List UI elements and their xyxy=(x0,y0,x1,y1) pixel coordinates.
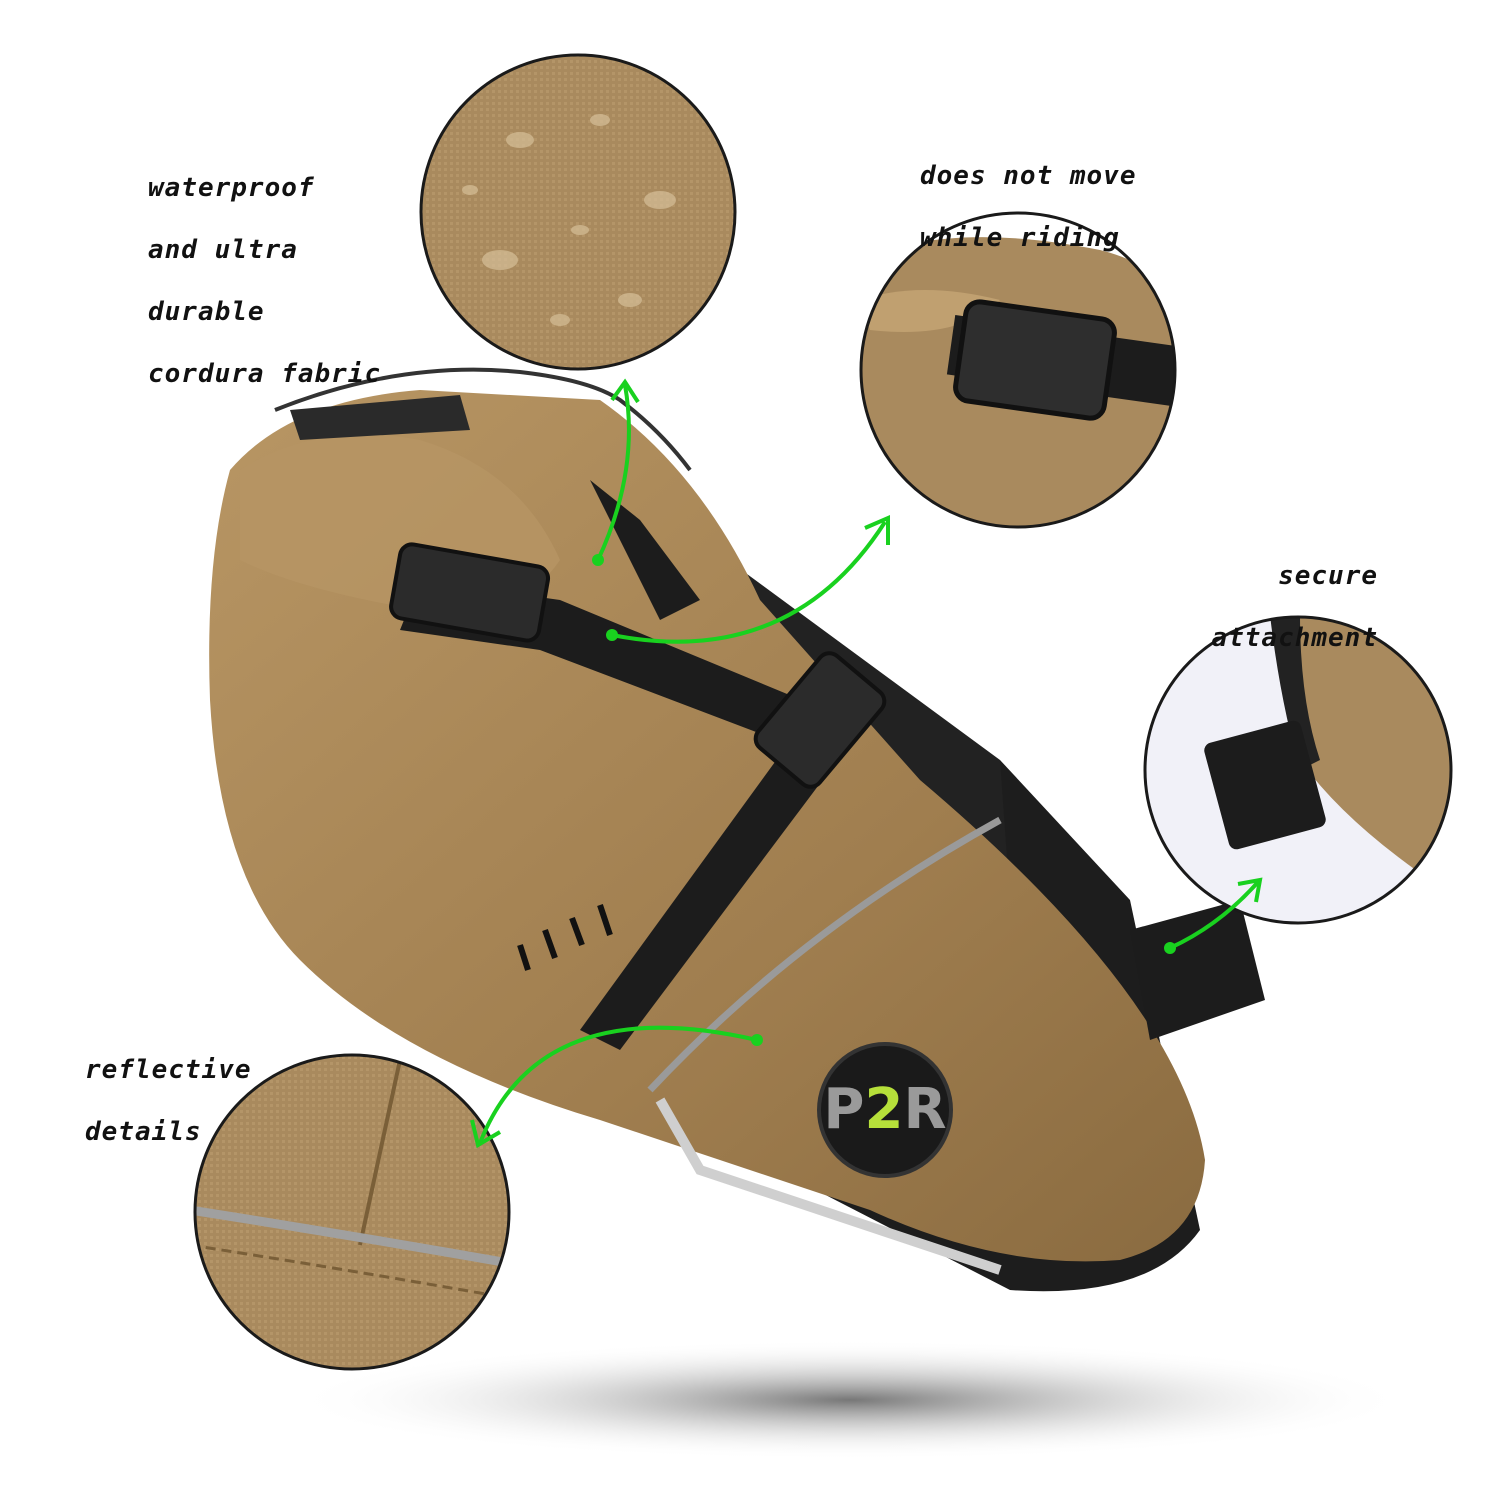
callout-line: reflective xyxy=(85,1055,252,1085)
detail-circle-buckle xyxy=(859,211,1177,529)
callout-line: secure xyxy=(1278,561,1378,591)
logo-letter-r: R xyxy=(903,1077,947,1142)
arrow-attachment xyxy=(1169,880,1260,950)
brand-logo-badge xyxy=(817,1042,953,1178)
logo-number-2: 2 xyxy=(864,1077,904,1142)
detail-circle-reflective xyxy=(193,1053,511,1371)
callout-line: durable xyxy=(148,297,265,327)
detail-circle-fabric xyxy=(419,53,737,371)
callout-line: attachment xyxy=(1211,623,1378,653)
saddle-bag xyxy=(209,367,1265,1292)
ground-shadow xyxy=(290,1340,1410,1460)
callout-fabric: waterproof and ultra durable cordura fab… xyxy=(148,142,381,421)
callout-line: and ultra xyxy=(148,235,298,265)
callout-line: does not move xyxy=(920,161,1137,191)
arrow-buckle xyxy=(611,520,887,644)
callout-line: while riding xyxy=(920,223,1120,253)
callout-reflective: reflective details xyxy=(85,1024,252,1179)
callout-line: waterproof xyxy=(148,173,315,203)
arrow-fabric xyxy=(596,384,631,561)
callout-stability: does not move while riding xyxy=(920,130,1137,285)
callout-arrows xyxy=(470,378,1263,1149)
callout-line: cordura fabric xyxy=(148,359,382,389)
callout-attachment: secure attachment xyxy=(1211,530,1378,685)
detail-circle-attachment xyxy=(1143,615,1453,925)
logo-letter-p: P xyxy=(823,1077,865,1142)
arrow-reflective xyxy=(478,1025,758,1144)
callout-line: details xyxy=(85,1117,202,1147)
